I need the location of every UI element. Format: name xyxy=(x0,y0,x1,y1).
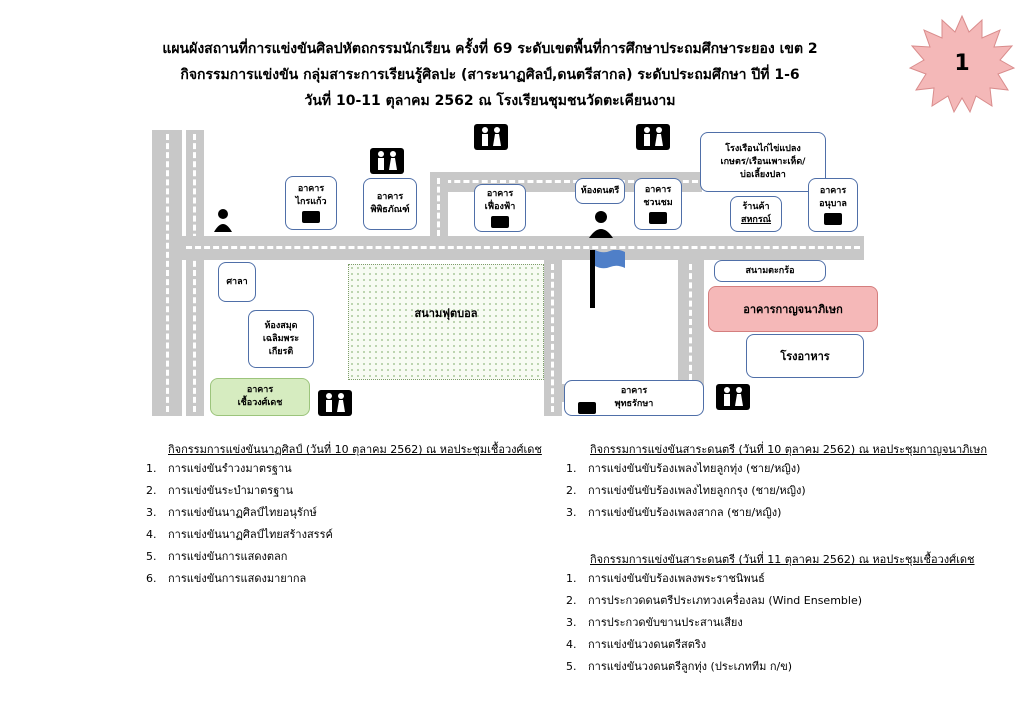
title-line-3: วันที่ 10-11 ตุลาคม 2562 ณ โรงเรียนชุมชน… xyxy=(304,93,676,109)
building-chueawongdet: อาคาร เชื้อวงศ์เดช xyxy=(210,378,310,416)
restroom-icon xyxy=(474,124,508,150)
badge-number: 1 xyxy=(954,51,970,76)
restroom-icon xyxy=(491,216,509,228)
list-item: 5.การแข่งขันวงดนตรีลูกทุ่ง (ประเภททีม ก/… xyxy=(566,660,793,673)
road-marking xyxy=(689,264,692,380)
building-label: อาคาร xyxy=(644,185,672,195)
building-label: เกียรติ xyxy=(268,346,294,357)
building-label: อาคาร xyxy=(376,192,404,202)
building-label: ศาลา xyxy=(226,276,248,287)
flag-icon xyxy=(595,250,625,269)
road-marking xyxy=(437,178,440,236)
building-label: อาคาร xyxy=(297,184,325,194)
restroom-icon xyxy=(716,384,750,410)
building-label: อาคาร xyxy=(246,385,274,395)
restroom-icon xyxy=(370,148,404,174)
building-music-room: ห้องดนตรี xyxy=(575,178,625,204)
building-label: สนามตะกร้อ xyxy=(745,265,795,276)
building-label: โรงอาหาร xyxy=(780,349,830,363)
building-label: ร้านค้า xyxy=(742,202,770,212)
building-sepak-court: สนามตะกร้อ xyxy=(714,260,826,282)
list-item: 1.การแข่งขันขับร้องเพลงไทยลูกทุ่ง (ชาย/ห… xyxy=(566,462,801,475)
list-item: 2.การแข่งขันขับร้องเพลงไทยลูกกรุง (ชาย/ห… xyxy=(566,484,806,497)
road-marking xyxy=(193,134,196,412)
building-chuanchom: อาคาร ชวนชม xyxy=(634,178,682,230)
title-line-2: กิจกรรมการแข่งขัน กลุ่มสาระการเรียนรู้ศิ… xyxy=(180,67,800,83)
building-label: ไกรแก้ว xyxy=(295,197,327,207)
left-section-list: 1.การแข่งขันรำวงมาตรฐาน 2.การแข่งขันระบำ… xyxy=(146,458,333,590)
person-statue-icon xyxy=(214,209,232,232)
building-sala: ศาลา xyxy=(218,262,256,302)
list-item: 3.การแข่งขันนาฏศิลป์ไทยอนุรักษ์ xyxy=(146,506,317,519)
starburst-badge-icon xyxy=(908,14,1016,114)
football-field-label: สนามฟุตบอล xyxy=(414,307,478,320)
building-label: ห้องดนตรี xyxy=(580,185,620,196)
list-item: 3.การแข่งขันขับร้องเพลงสากล (ชาย/หญิง) xyxy=(566,506,782,519)
restroom-icon xyxy=(302,211,320,223)
restroom-icon xyxy=(578,402,596,414)
building-agriculture-area: โรงเรือนไก่ไข่แปลง เกษตร/เรือนเพาะเห็ด/ … xyxy=(700,132,826,192)
building-kanjanaphisek: อาคารกาญจนาภิเษก xyxy=(708,286,878,332)
restroom-icon xyxy=(649,212,667,224)
football-field xyxy=(348,264,544,380)
restroom-icon xyxy=(318,390,352,416)
right-section-1-list: 1.การแข่งขันขับร้องเพลงไทยลูกทุ่ง (ชาย/ห… xyxy=(566,458,806,524)
building-anuban: อาคาร อนุบาล xyxy=(808,178,858,232)
building-label: อาคารกาญจนาภิเษก xyxy=(743,302,843,316)
list-item: 5.การแข่งขันการแสดงตลก xyxy=(146,550,288,563)
list-item: 2.การประกวดดนตรีประเภทวงเครื่องลม (Wind … xyxy=(566,594,863,607)
list-item: 4.การแข่งขันวงดนตรีสตริง xyxy=(566,638,707,651)
list-item: 3.การประกวดขับขานประสานเสียง xyxy=(566,616,743,629)
list-item: 6.การแข่งขันการแสดงมายากล xyxy=(146,572,307,585)
building-cafeteria: โรงอาหาร xyxy=(746,334,864,378)
building-feuangfa: อาคาร เฟื่องฟ้า xyxy=(474,184,526,232)
building-label: พิพิธภัณฑ์ xyxy=(370,205,410,215)
right-section-2-list: 1.การแข่งขันขับร้องเพลงพระราชนิพนธ์ 2.กา… xyxy=(566,568,862,678)
title-line-1: แผนผังสถานที่การแข่งขันศิลปหัตถกรรมนักเร… xyxy=(162,41,818,57)
building-phiphitphan: อาคาร พิพิธภัณฑ์ xyxy=(363,178,417,230)
flag-pole xyxy=(590,250,595,308)
building-label: เฟื่องฟ้า xyxy=(484,202,516,212)
restroom-icon xyxy=(636,124,670,150)
road-marking xyxy=(186,246,860,249)
building-label: โรงเรือนไก่ไข่แปลง xyxy=(725,143,801,154)
list-item: 1.การแข่งขันรำวงมาตรฐาน xyxy=(146,462,292,475)
building-label: อาคาร xyxy=(819,186,847,196)
building-label: อาคาร xyxy=(620,386,648,396)
road-marking xyxy=(436,180,698,183)
building-label: ชวนชม xyxy=(643,198,673,208)
restroom-icon xyxy=(824,213,842,225)
list-item: 1.การแข่งขันขับร้องเพลงพระราชนิพนธ์ xyxy=(566,572,765,585)
building-label: เฉลิมพระ xyxy=(262,333,300,344)
right-section-1-heading: กิจกรรมการแข่งขันสาระดนตรี (วันที่ 10 ตุ… xyxy=(590,443,988,456)
building-label: สหกรณ์ xyxy=(740,215,772,225)
building-label: พุทธรักษา xyxy=(614,399,654,409)
building-label: เกษตร/เรือนเพาะเห็ด/ xyxy=(720,156,806,167)
person-statue-icon xyxy=(589,211,613,238)
list-item: 4.การแข่งขันนาฏศิลป์ไทยสร้างสรรค์ xyxy=(146,528,333,541)
building-coop-shop: ร้านค้า สหกรณ์ xyxy=(730,196,782,232)
right-section-2-heading: กิจกรรมการแข่งขันสาระดนตรี (วันที่ 11 ตุ… xyxy=(590,553,975,566)
list-item: 2.การแข่งขันระบำมาตรฐาน xyxy=(146,484,293,497)
building-label: เชื้อวงศ์เดช xyxy=(237,398,283,408)
left-section-heading: กิจกรรมการแข่งขันนาฏศิลป์ (วันที่ 10 ตุล… xyxy=(168,443,542,456)
building-label: บ่อเลี้ยงปลา xyxy=(740,169,786,180)
building-library: ห้องสมุด เฉลิมพระ เกียรติ xyxy=(248,310,314,368)
building-label: ห้องสมุด xyxy=(264,320,298,331)
road-marking xyxy=(551,264,554,412)
building-label: อาคาร xyxy=(486,189,514,199)
building-kraikaew: อาคาร ไกรแก้ว xyxy=(285,176,337,230)
road-marking xyxy=(166,134,169,412)
building-label: อนุบาล xyxy=(819,199,847,209)
